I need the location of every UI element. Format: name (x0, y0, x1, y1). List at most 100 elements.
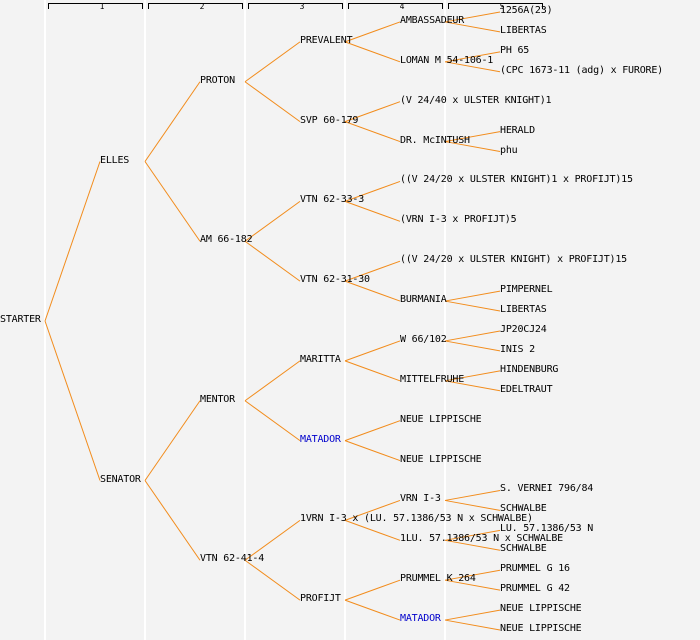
pedigree-node-gen4[interactable]: LOMAN M 54-106-1 (400, 54, 494, 66)
pedigree-node-gen3[interactable]: VTN 62-31-30 (300, 274, 370, 286)
pedigree-node-gen5[interactable]: LIBERTAS (500, 24, 547, 36)
pedigree-node-gen5[interactable]: phu (500, 144, 518, 156)
pedigree-node-gen3[interactable]: MATADOR (300, 433, 341, 445)
pedigree-node-gen3[interactable]: SVP 60-179 (300, 114, 359, 126)
pedigree-node-gen3[interactable]: 1VRN I-3 x (LU. 57.1386/53 N x SCHWALBE) (300, 513, 533, 525)
pedigree-edge (444, 569, 501, 581)
pedigree-edge (444, 330, 501, 342)
pedigree-edge (344, 340, 401, 362)
pedigree-node-gen2[interactable]: MENTOR (200, 393, 235, 405)
pedigree-node-gen1[interactable]: ELLES (100, 154, 130, 166)
pedigree-node-gen5[interactable]: NEUE LIPPISCHE (500, 623, 582, 635)
generation-label-1: 1 (99, 2, 105, 11)
generation-bracket-3 (248, 3, 343, 9)
pedigree-node-gen0[interactable]: STARTER (0, 314, 41, 325)
generation-bracket-2 (148, 3, 243, 9)
pedigree-edge (344, 280, 401, 302)
pedigree-node-gen4[interactable]: DR. McINTUSH (400, 134, 470, 146)
pedigree-node-gen3[interactable]: PROFIJT (300, 593, 341, 605)
pedigree-edge (344, 440, 401, 462)
pedigree-node-gen5[interactable]: SCHWALBE (500, 543, 547, 555)
pedigree-edge (344, 599, 401, 621)
pedigree-node-gen2[interactable]: VTN 62-41-4 (200, 553, 265, 565)
column-divider (244, 0, 246, 640)
pedigree-edge (444, 61, 501, 73)
pedigree-edge (344, 360, 401, 382)
pedigree-node-gen4[interactable]: VRN I-3 (400, 493, 441, 505)
generation-label-4: 4 (399, 2, 405, 11)
pedigree-edge (344, 180, 401, 202)
pedigree-node-gen3[interactable]: MARITTA (300, 353, 341, 365)
pedigree-edge (244, 400, 301, 442)
pedigree-node-gen4[interactable]: NEUE LIPPISCHE (400, 453, 482, 465)
pedigree-edge (444, 131, 501, 143)
column-divider (444, 0, 446, 640)
pedigree-node-gen5[interactable]: NEUE LIPPISCHE (500, 603, 582, 615)
pedigree-edge (444, 619, 501, 631)
pedigree-node-gen4[interactable]: MATADOR (400, 613, 441, 625)
pedigree-edge (344, 21, 401, 43)
pedigree-node-gen4[interactable]: 1LU. 57.1386/53 N x SCHWALBE (400, 533, 563, 545)
pedigree-node-gen5[interactable]: PH 65 (500, 44, 530, 56)
pedigree-node-gen3[interactable]: PREVALENT (300, 34, 353, 46)
pedigree-node-gen3[interactable]: VTN 62-33-3 (300, 194, 365, 206)
pedigree-node-gen4[interactable]: MITTELFRUHE (400, 373, 465, 385)
pedigree-node-gen5[interactable]: INIS 2 (500, 343, 535, 355)
pedigree-node-gen1[interactable]: SENATOR (100, 473, 141, 485)
pedigree-node-gen4[interactable]: NEUE LIPPISCHE (400, 413, 482, 425)
pedigree-node-gen5[interactable]: HERALD (500, 124, 535, 136)
pedigree-node-gen5[interactable]: PRUMMEL G 16 (500, 563, 570, 575)
pedigree-node-gen4[interactable]: ((V 24/20 x ULSTER KNIGHT)1 x PROFIJT)15 (400, 174, 633, 186)
pedigree-node-gen5[interactable]: PIMPERNEL (500, 284, 553, 296)
generation-label-5: 5 (499, 2, 505, 11)
pedigree-node-gen4[interactable]: (V 24/40 x ULSTER KNIGHT)1 (400, 94, 552, 106)
column-divider (144, 0, 146, 640)
pedigree-edge (244, 360, 301, 402)
column-divider (344, 0, 346, 640)
pedigree-node-gen5[interactable]: SCHWALBE (500, 503, 547, 515)
pedigree-edge (344, 420, 401, 442)
pedigree-edge (244, 81, 301, 123)
pedigree-node-gen5[interactable]: 1256A(23) (500, 4, 553, 16)
pedigree-edge (344, 260, 401, 282)
pedigree-node-gen5[interactable]: S. VERNEI 796/84 (500, 483, 594, 495)
pedigree-node-gen4[interactable]: PRUMMEL K 264 (400, 573, 476, 585)
generation-bracket-5 (448, 3, 543, 9)
pedigree-edge (44, 320, 101, 481)
pedigree-edge (144, 161, 201, 242)
pedigree-edge (344, 101, 401, 123)
pedigree-node-gen2[interactable]: AM 66-182 (200, 234, 253, 246)
pedigree-node-gen4[interactable]: AMBASSADEUR (400, 14, 465, 26)
pedigree-edge (444, 21, 501, 33)
generation-bracket-4 (348, 3, 443, 9)
pedigree-node-gen4[interactable]: W 66/102 (400, 333, 447, 345)
pedigree-node-gen2[interactable]: PROTON (200, 74, 235, 86)
pedigree-edge (344, 121, 401, 143)
pedigree-edge (444, 300, 501, 312)
pedigree-node-gen4[interactable]: (VRN I-3 x PROFIJT)5 (400, 214, 517, 226)
pedigree-node-gen5[interactable]: (CPC 1673-11 (adg) x FURORE) (500, 64, 663, 76)
pedigree-edge (44, 161, 101, 322)
pedigree-node-gen5[interactable]: PRUMMEL G 42 (500, 583, 570, 595)
pedigree-edge (344, 519, 401, 541)
pedigree-edge (444, 370, 501, 382)
pedigree-edge (444, 290, 501, 302)
pedigree-node-gen4[interactable]: BURMANIA (400, 294, 447, 306)
pedigree-node-gen4[interactable]: ((V 24/20 x ULSTER KNIGHT) x PROFIJT)15 (400, 254, 627, 266)
generation-bracket-1 (48, 3, 143, 9)
pedigree-node-gen5[interactable]: LIBERTAS (500, 304, 547, 316)
pedigree-edge (444, 489, 501, 501)
pedigree-node-gen5[interactable]: LU. 57.1386/53 N (500, 523, 594, 535)
pedigree-edge (444, 579, 501, 591)
pedigree-node-gen5[interactable]: JP20CJ24 (500, 323, 547, 335)
pedigree-node-gen5[interactable]: EDELTRAUT (500, 383, 553, 395)
pedigree-node-gen5[interactable]: HINDENBURG (500, 363, 559, 375)
pedigree-edge (444, 499, 501, 511)
pedigree-edge (144, 400, 201, 481)
pedigree-edge (244, 200, 301, 242)
pedigree-edge (444, 11, 501, 23)
pedigree-edge (444, 141, 501, 153)
pedigree-edge (244, 559, 301, 601)
pedigree-edge (144, 480, 201, 561)
